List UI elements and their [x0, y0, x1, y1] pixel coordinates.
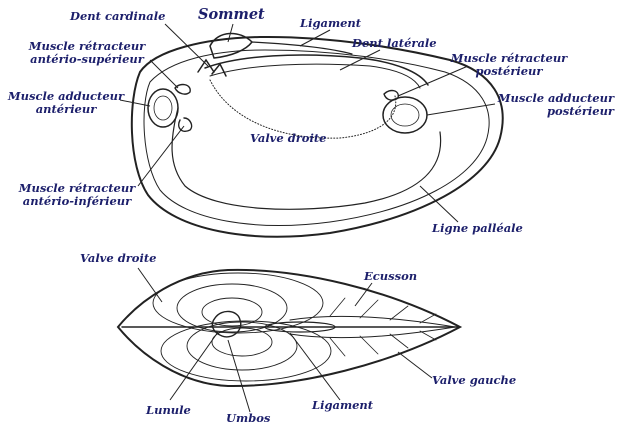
label-muscle-retracteur-post: Muscle rétracteur postérieur	[444, 52, 574, 78]
label-lunule: Lunule	[146, 404, 191, 417]
label-line: antério-supérieur	[22, 53, 152, 66]
label-line: antério-inférieur	[12, 195, 142, 208]
label-umbos: Umbos	[226, 412, 270, 425]
label-ligament-top: Ligament	[300, 17, 361, 30]
label-sommet: Sommet	[198, 8, 265, 21]
dorsal-view	[118, 270, 460, 386]
label-valve-droite-inner: Valve droite	[250, 132, 326, 145]
pallial-line-path	[172, 108, 441, 209]
label-line: postérieur	[444, 65, 574, 78]
label-muscle-retracteur-ant-sup: Muscle rétracteur antério-supérieur	[22, 40, 152, 66]
hinge-plate	[205, 55, 428, 85]
posterior-retractor-scar	[384, 91, 398, 101]
label-valve-gauche: Valve gauche	[432, 374, 516, 387]
anterior-inferior-retractor-scar	[179, 118, 192, 131]
label-line: antérieur	[6, 103, 126, 116]
label-ligament-dorsal: Ligament	[312, 399, 373, 412]
ligament-shape	[252, 42, 352, 54]
anterior-superior-retractor-scar	[175, 85, 190, 95]
anterior-adductor-scar	[148, 89, 178, 127]
umbo-outline	[210, 33, 252, 58]
label-ligne-palleale: Ligne palléale	[432, 222, 523, 235]
visceral-shading	[210, 80, 396, 138]
posterior-adductor-scar	[383, 97, 427, 133]
label-ecusson: Ecusson	[364, 270, 417, 283]
dorsal-outline	[118, 270, 460, 386]
label-muscle-retracteur-ant-inf: Muscle rétracteur antério-inférieur	[12, 182, 142, 208]
label-dent-laterale: Dent latérale	[352, 37, 437, 50]
label-dent-cardinale: Dent cardinale	[70, 10, 165, 23]
label-valve-droite-dorsal: Valve droite	[80, 252, 156, 265]
label-muscle-adducteur-ant: Muscle adducteur antérieur	[6, 90, 126, 116]
label-muscle-adducteur-post: Muscle adducteur postérieur	[484, 92, 614, 118]
label-line: postérieur	[484, 105, 614, 118]
